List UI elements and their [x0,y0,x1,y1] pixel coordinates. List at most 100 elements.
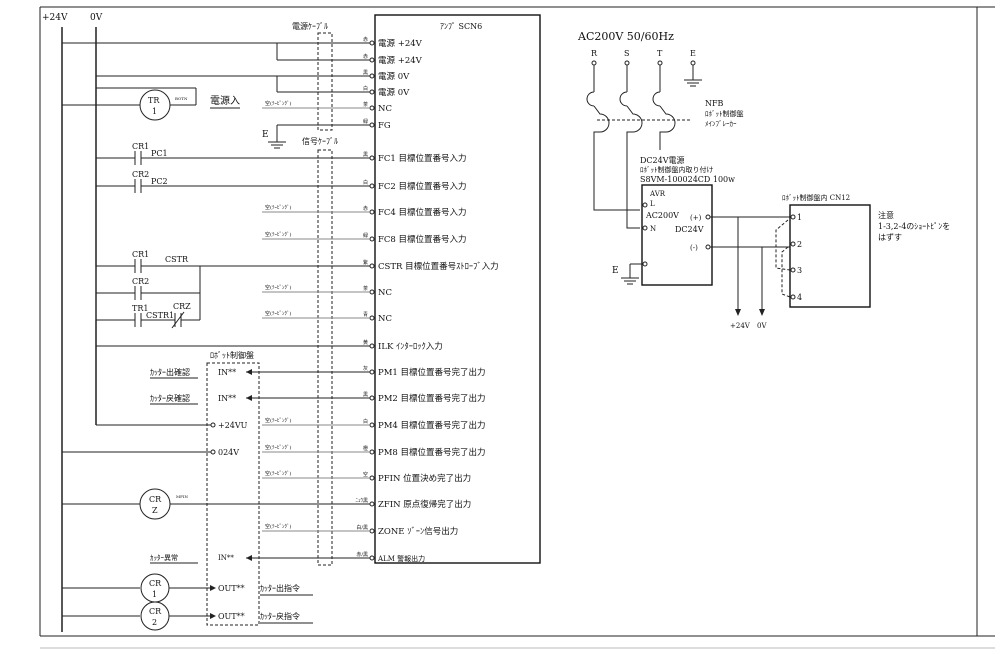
pin-name: PM2 目標位置番号完了出力 [378,393,486,404]
pin-name: NC [378,104,392,114]
cn12-label: ﾛﾎﾞｯﾄ制御盤内 CN12 [782,193,850,202]
pin-wire-color: 灰 [363,365,368,372]
pin-terminal [369,40,375,46]
cr2c-num: 2 [152,618,157,627]
pin-wire-color: 赤/黒 [356,552,368,558]
plus-label: (+) [690,214,702,222]
power-in-label: 電源入 [210,94,240,107]
nfb-label: NFB [705,99,724,108]
pin-name: FC8 目標位置番号入力 [378,234,467,245]
pin-name: 電源 0V [378,88,410,98]
spare-taping-label: 空(ﾃｰﾋﾟﾝｸﾞ) [265,310,291,317]
dc-title: DC24V電源 [640,156,685,165]
tr1-label: TR [148,96,160,105]
pin-wire-color: 白 [363,179,368,186]
pin-wire-color: 青 [363,311,368,318]
note-title: 注意 [878,210,894,220]
pin-terminal [369,422,375,428]
pin-wire-color: 緑 [363,232,368,239]
cr2-b-label: CR2 [132,277,149,286]
dc-sub: ﾛﾎﾞｯﾄ制御盤内取り付け [640,165,714,174]
cutter-error: ｶｯﾀｰ異常 [150,553,178,562]
pin-name: FC4 目標位置番号入力 [378,207,467,218]
pin-terminal [369,73,375,79]
pin-name: FC2 目標位置番号入力 [378,181,467,192]
pin-name: 電源 +24V [378,56,423,66]
pin-wire-color: 橙 [363,445,368,452]
phase-s: S [624,49,629,58]
nfb-breaker [586,65,690,229]
crz-num: Z [152,506,158,515]
ac200v-label: AC200V [645,211,679,220]
pin-wire-color: 黒 [363,152,368,158]
spare-taping-label: 空(ﾃｰﾋﾟﾝｸﾞ) [265,100,291,107]
cr1-pc1-label: CR1 [132,142,149,151]
cutter-out-confirm: ｶｯﾀｰ出確認 [150,367,190,377]
pin-name: ZONE ｿﾞｰﾝ信号出力 [378,526,458,537]
minus-label: (-) [690,244,698,252]
crz-label: CR [149,495,162,504]
cutter-ret-cmd: ｶｯﾀｰ戻指令 [260,611,300,621]
pin-name: NC [378,288,392,298]
out-label-2: OUT** [218,612,245,621]
pin-wire-color: 赤 [363,37,368,43]
spare-taping-label: 空(ﾃｰﾋﾟﾝｸﾞ) [265,231,291,238]
out-24v-label: +24V [730,322,751,330]
pin-terminal [369,315,375,321]
spare-taping-label: 空(ﾃｰﾋﾟﾝｸﾞ) [265,284,291,291]
pin-wire-color: 赤 [363,54,368,60]
pin-terminal [369,289,375,295]
robot-panel-label: ﾛﾎﾞｯﾄ制御盤 [210,350,254,360]
crz-tag: MFIN [176,494,188,499]
cutter-out-cmd: ｶｯﾀｰ出指令 [260,583,300,593]
out-label-1: OUT** [218,584,245,593]
spare-taping-label: 空(ﾃｰﾋﾟﾝｸﾞ) [265,417,291,424]
pin-terminal [369,57,375,63]
power-cable-bundle [317,32,333,131]
pin-name: 電源 0V [378,72,410,82]
ac-supply-label: AC200V 50/60Hz [577,30,674,43]
phase-e: E [690,49,696,58]
cr1c-num: 1 [152,590,157,599]
tr1-tag: BOTN [175,96,188,101]
spare-taping-label: 空(ﾃｰﾋﾟﾝｸﾞ) [265,444,291,451]
rail-24v-label: +24V [42,13,68,23]
pin-terminal [369,236,375,242]
pin-wire-color: 赤 [363,206,368,212]
cr2c-label: CR [149,607,162,616]
rail-0v-label: 0V [90,13,103,23]
dc-e-label: E [612,266,619,276]
pin-terminal [369,395,375,401]
cstr1-label: CSTR1 [146,311,174,320]
pin-name: PM4 目標位置番号完了出力 [378,420,486,431]
cn-pin-4: 4 [797,293,802,302]
pin-wire-color: 白 [363,85,368,92]
pin-name: ILK ｲﾝﾀｰﾛｯｸ入力 [378,341,443,352]
pin-name: PM1 目標位置番号完了出力 [378,367,486,378]
cr2-pc2-label: CR2 [132,170,149,179]
pin-terminal [369,555,375,561]
pin-terminal [369,122,375,128]
pin-terminal [369,343,375,349]
cr1-cstr-label: CR1 [132,250,149,259]
short-pin-2-4 [781,246,791,298]
pin-name: FC1 目標位置番号入力 [378,153,467,164]
pin-wire-color: 空 [363,471,368,478]
short-pin-1-3 [775,219,791,271]
spare-taping-label: 空(ﾃｰﾋﾟﾝｸﾞ) [265,470,291,477]
cstr-label: CSTR [165,255,189,264]
note-line2: はずす [878,232,902,242]
pin-wire-color: 茶 [363,285,368,292]
pin-wire-color: 白/黒 [356,524,368,531]
phase-t: T [657,49,663,58]
cr1c-label: CR [149,579,162,588]
spare-taping-label: 空(ﾃｰﾋﾟﾝｸﾞ) [265,523,291,530]
pin-name: ALM 警報出力 [377,554,425,563]
pin-name: PM8 目標位置番号完了出力 [378,447,486,458]
pin-wire-color: 茶 [363,101,368,108]
pin-terminal [369,183,375,189]
pin-terminal [369,449,375,455]
amp-title: ｱﾝﾌﾟ SCN6 [440,22,482,31]
pc1-label: PC1 [151,149,168,158]
